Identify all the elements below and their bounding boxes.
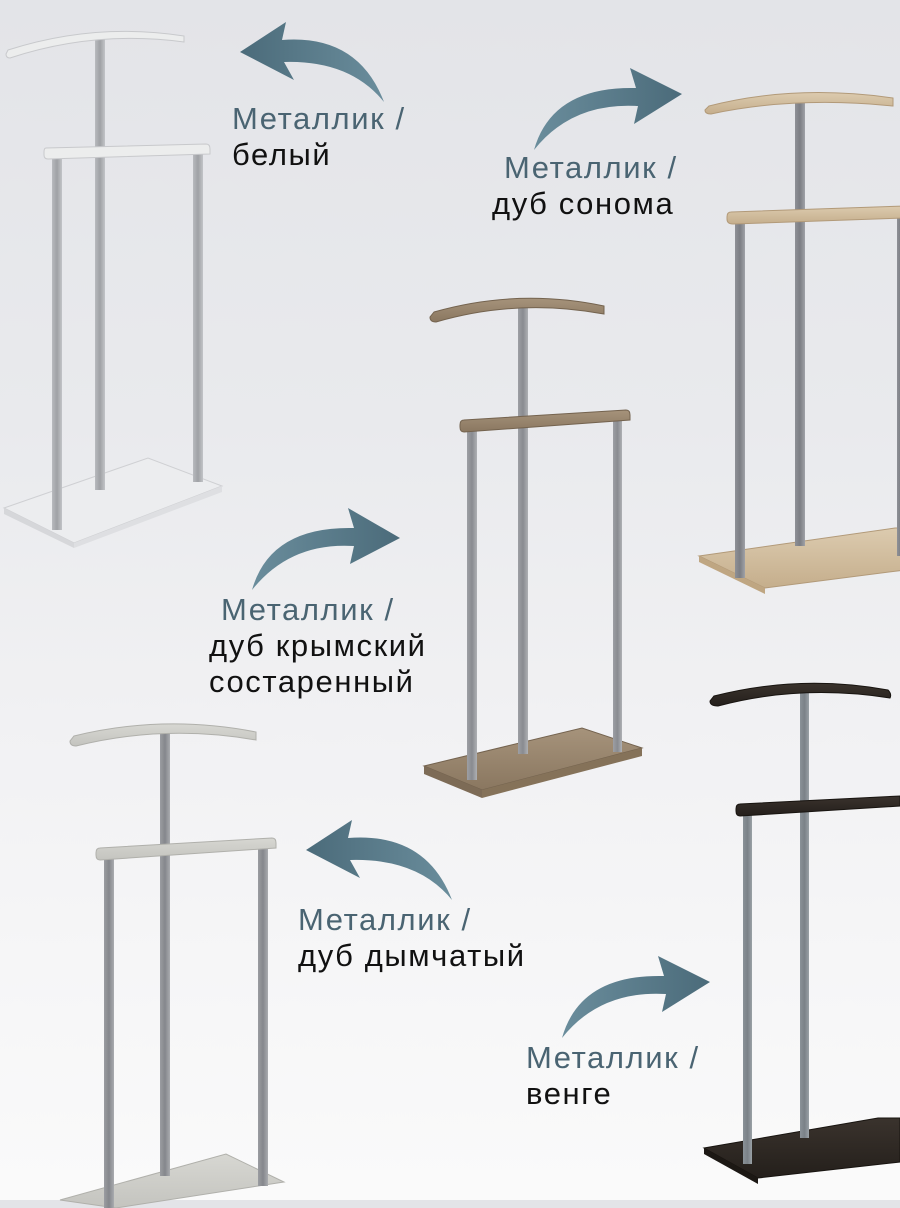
label-crimean-aged-oak-material: Металлик / (221, 592, 395, 627)
valet-stand-sonoma-oak (695, 88, 900, 598)
valet-stand-crimean-aged-oak (418, 292, 648, 804)
label-smoky-oak-color: дуб дымчатый (298, 938, 526, 973)
label-wenge-material: Металлик / (526, 1040, 700, 1075)
valet-stand-smoky-oak (56, 718, 296, 1208)
label-white: Металлик / белый (232, 101, 406, 173)
label-white-material: Металлик / (232, 101, 406, 136)
base-sonoma-oak (697, 527, 900, 589)
label-white-color: белый (232, 137, 332, 172)
label-crimean-aged-oak-color: дуб крымский (209, 628, 427, 663)
arrow-right-icon (532, 66, 684, 152)
label-crimean-aged-oak-color-2: состаренный (209, 664, 415, 699)
label-crimean-aged-oak: Металлик / дуб крымский состаренный (209, 592, 427, 700)
valet-stand-white (0, 28, 230, 548)
label-sonoma-oak: Металлик / дуб сонома (492, 150, 678, 222)
arrow-left-icon (238, 22, 388, 104)
arrow-right-icon (250, 508, 402, 592)
valet-stand-wenge (702, 678, 900, 1198)
arrow-left-icon (304, 820, 456, 902)
label-smoky-oak-material: Металлик / (298, 902, 472, 937)
label-wenge-color: венге (526, 1076, 613, 1111)
label-smoky-oak: Металлик / дуб дымчатый (298, 902, 526, 974)
label-sonoma-oak-color: дуб сонома (492, 186, 675, 221)
label-sonoma-oak-material: Металлик / (504, 150, 678, 185)
label-wenge: Металлик / венге (526, 1040, 700, 1112)
arrow-right-icon (560, 954, 712, 1040)
